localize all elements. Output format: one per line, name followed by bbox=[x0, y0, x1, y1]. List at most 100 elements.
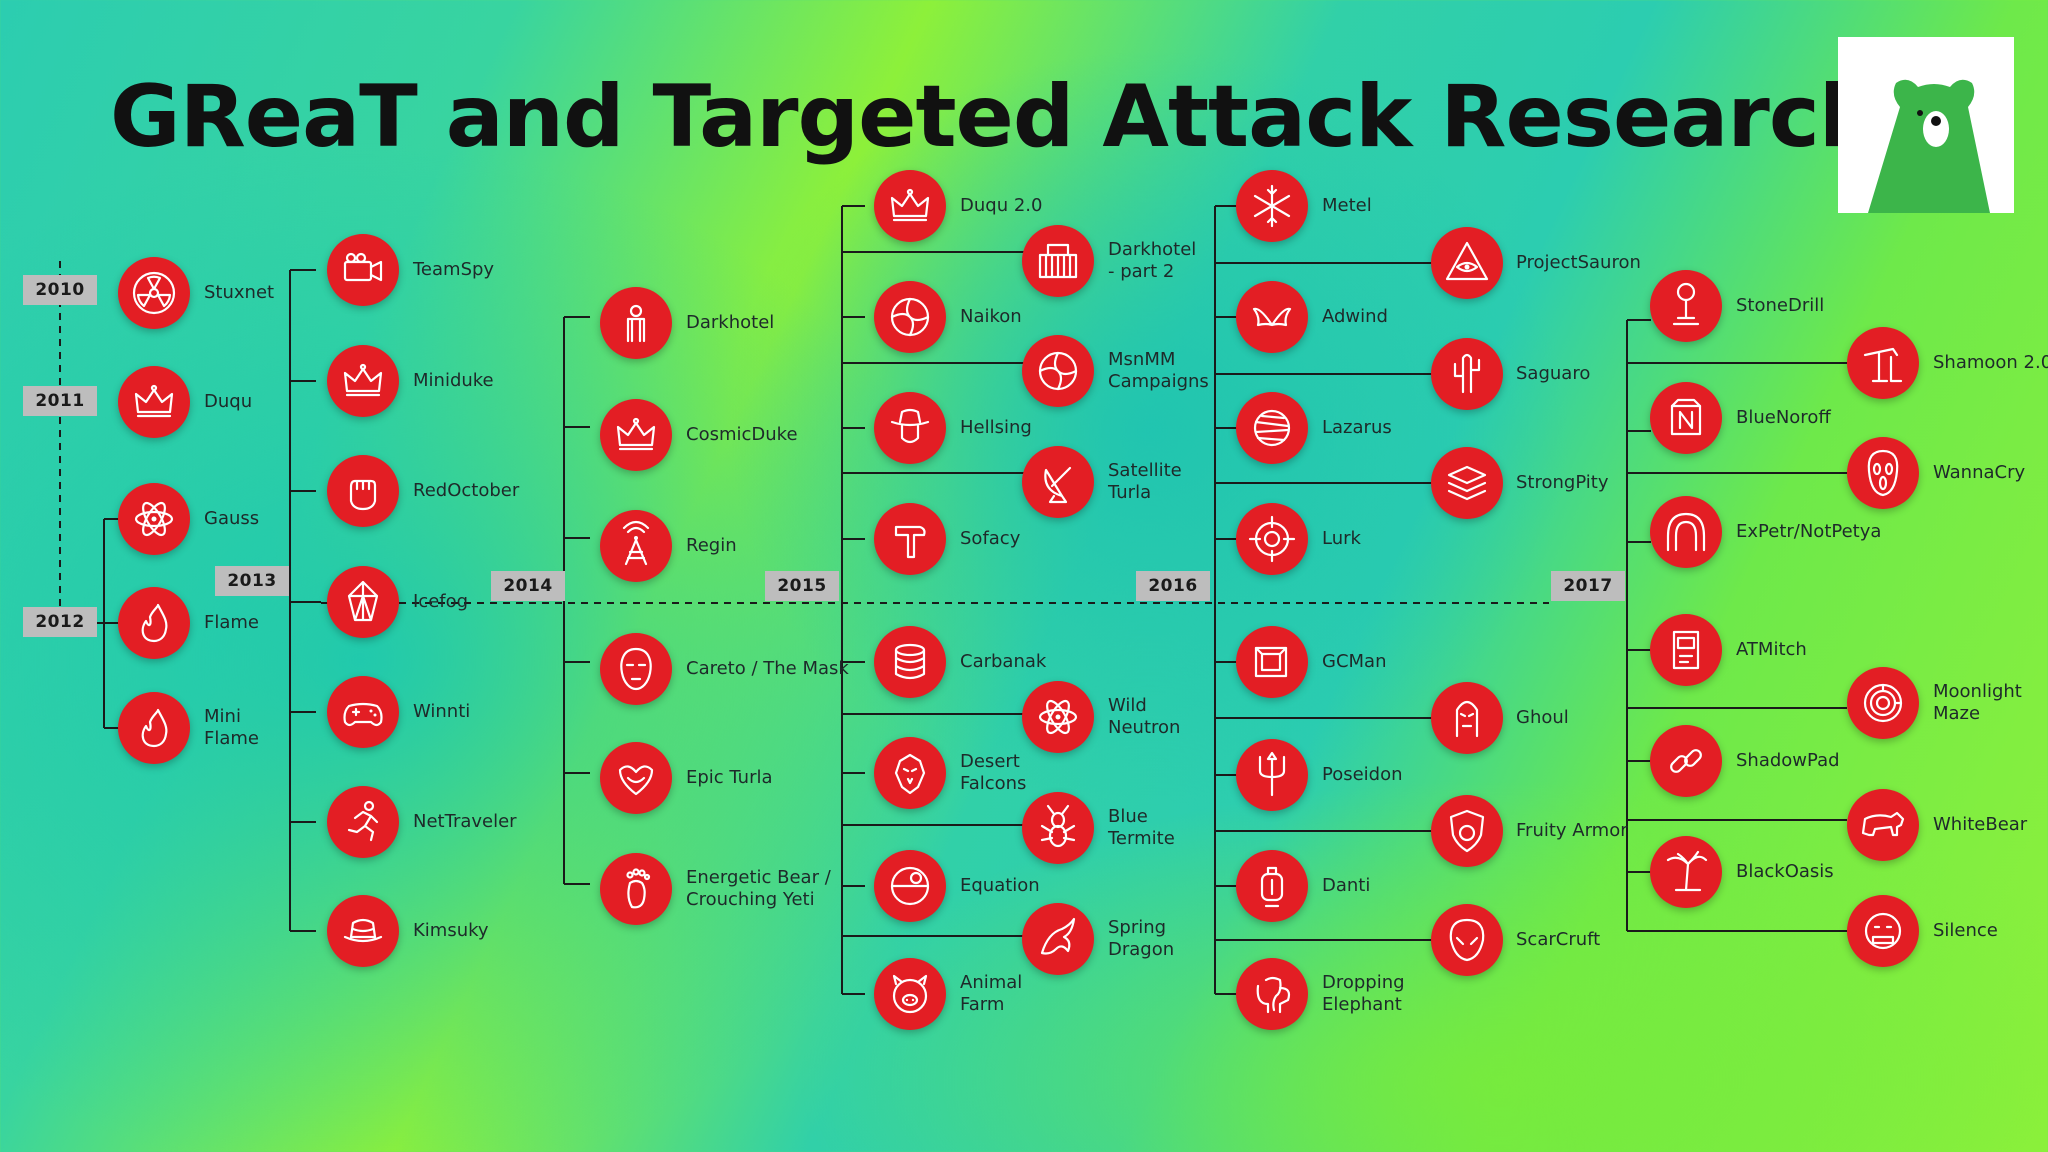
bear-icon bbox=[1847, 789, 1919, 861]
apple-shield-icon bbox=[1431, 795, 1503, 867]
eye-pyramid-icon bbox=[1431, 227, 1503, 299]
threat-label: Careto / The Mask bbox=[686, 658, 849, 679]
maze-icon bbox=[1847, 667, 1919, 739]
camera-icon bbox=[327, 234, 399, 306]
threat-label: CosmicDuke bbox=[686, 424, 798, 445]
crown-icon bbox=[600, 399, 672, 471]
threat-label: Mini Flame bbox=[204, 706, 259, 749]
threat-label: Danti bbox=[1322, 875, 1371, 896]
flame-icon bbox=[118, 587, 190, 659]
threat-label: Ghoul bbox=[1516, 707, 1569, 728]
threat-label: Carbanak bbox=[960, 651, 1047, 672]
year-label-2015: 2015 bbox=[765, 571, 839, 601]
year-label-2012: 2012 bbox=[23, 607, 97, 637]
threat-label: WhiteBear bbox=[1933, 814, 2028, 835]
drill-icon bbox=[1650, 270, 1722, 342]
lantern-icon bbox=[1236, 850, 1308, 922]
building-icon bbox=[1022, 225, 1094, 297]
hat-icon bbox=[327, 895, 399, 967]
snake-icon bbox=[600, 742, 672, 814]
threat-label: Silence bbox=[1933, 920, 1998, 941]
threat-label: Adwind bbox=[1322, 306, 1388, 327]
atom-icon bbox=[118, 483, 190, 555]
threat-label: Desert Falcons bbox=[960, 751, 1027, 794]
threat-label: WannaCry bbox=[1933, 462, 2026, 483]
falcon-icon bbox=[874, 737, 946, 809]
ice-crystal-icon bbox=[327, 566, 399, 638]
threat-label: BlackOasis bbox=[1736, 861, 1834, 882]
snowflake-icon bbox=[1236, 170, 1308, 242]
threat-label: ShadowPad bbox=[1736, 750, 1840, 771]
threat-label: Shamoon 2.0 bbox=[1933, 352, 2048, 373]
threat-label: Moonlight Maze bbox=[1933, 681, 2022, 724]
threat-label: Winnti bbox=[413, 701, 471, 722]
threat-label: Wild Neutron bbox=[1108, 695, 1181, 738]
threat-label: Darkhotel - part 2 bbox=[1108, 239, 1197, 282]
footprint-icon bbox=[600, 853, 672, 925]
pig-icon bbox=[874, 958, 946, 1030]
mask-icon bbox=[600, 633, 672, 705]
antenna-icon bbox=[600, 510, 672, 582]
threat-label: Sofacy bbox=[960, 528, 1021, 549]
threat-label: Fruity Armor bbox=[1516, 820, 1628, 841]
threat-label: Gauss bbox=[204, 508, 260, 529]
threat-label: Naikon bbox=[960, 306, 1022, 327]
threat-label: ProjectSauron bbox=[1516, 252, 1641, 273]
threat-label: Poseidon bbox=[1322, 764, 1403, 785]
palm-icon bbox=[1650, 836, 1722, 908]
dragon-icon bbox=[1022, 903, 1094, 975]
trident-icon bbox=[1236, 739, 1308, 811]
year-label-2014: 2014 bbox=[491, 571, 565, 601]
green-bear-icon bbox=[1838, 37, 2014, 213]
target-icon bbox=[1236, 503, 1308, 575]
silent-face-icon bbox=[1847, 895, 1919, 967]
threat-label: TeamSpy bbox=[413, 259, 495, 280]
threat-label: Miniduke bbox=[413, 370, 494, 391]
year-label-2011: 2011 bbox=[23, 386, 97, 416]
year-label-2016: 2016 bbox=[1136, 571, 1210, 601]
atom-icon bbox=[1022, 681, 1094, 753]
threat-label: Lazarus bbox=[1322, 417, 1392, 438]
alien-icon bbox=[1431, 904, 1503, 976]
arch-icon bbox=[1650, 496, 1722, 568]
bellboy-icon bbox=[600, 287, 672, 359]
year-label-2017: 2017 bbox=[1551, 571, 1625, 601]
crown-icon bbox=[874, 170, 946, 242]
swirl-icon bbox=[874, 281, 946, 353]
threat-label: Dropping Elephant bbox=[1322, 972, 1405, 1015]
threat-label: Duqu 2.0 bbox=[960, 195, 1043, 216]
year-label-2013: 2013 bbox=[215, 566, 289, 596]
cowboy-icon bbox=[874, 392, 946, 464]
termite-icon bbox=[1022, 792, 1094, 864]
threat-label: Duqu bbox=[204, 391, 253, 412]
threat-label: Energetic Bear / Crouching Yeti bbox=[686, 867, 831, 910]
threat-label: ScarCruft bbox=[1516, 929, 1601, 950]
coins-icon bbox=[874, 626, 946, 698]
satellite-dish-icon bbox=[1022, 446, 1094, 518]
oil-pump-icon bbox=[1847, 327, 1919, 399]
death-star-icon bbox=[874, 850, 946, 922]
threat-label: Animal Farm bbox=[960, 972, 1023, 1015]
atm-icon bbox=[1650, 614, 1722, 686]
threat-label: Satellite Turla bbox=[1108, 460, 1182, 503]
radiation-icon bbox=[118, 257, 190, 329]
crown-icon bbox=[327, 345, 399, 417]
threat-label: Lurk bbox=[1322, 528, 1361, 549]
threat-label: Saguaro bbox=[1516, 363, 1591, 384]
threat-label: Flame bbox=[204, 612, 259, 633]
runner-icon bbox=[327, 786, 399, 858]
threat-label: ATMitch bbox=[1736, 639, 1807, 660]
layers-icon bbox=[1431, 447, 1503, 519]
threat-label: BlueNoroff bbox=[1736, 407, 1831, 428]
threat-label: Darkhotel bbox=[686, 312, 775, 333]
threat-label: Metel bbox=[1322, 195, 1372, 216]
elephant-icon bbox=[1236, 958, 1308, 1030]
threat-label: StrongPity bbox=[1516, 472, 1609, 493]
threat-label: Icefog bbox=[413, 591, 469, 612]
threat-label: Spring Dragon bbox=[1108, 917, 1175, 960]
swirl-icon bbox=[1022, 335, 1094, 407]
flame-icon bbox=[118, 692, 190, 764]
scream-icon bbox=[1847, 437, 1919, 509]
